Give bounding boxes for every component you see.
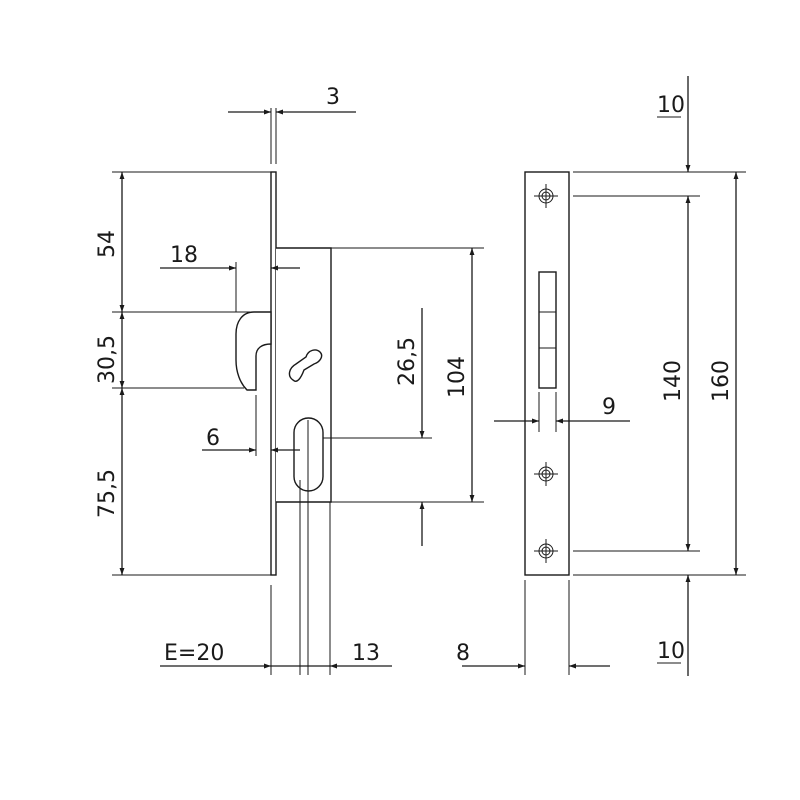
dim-54-label: 54 xyxy=(95,230,120,258)
dim-104-label: 104 xyxy=(445,356,470,398)
dim-140-label: 140 xyxy=(661,360,686,402)
dim-8-label: 8 xyxy=(456,641,470,666)
dim-3-label: 3 xyxy=(326,85,340,110)
dim-160-label: 160 xyxy=(709,360,734,402)
dim-30-5-label: 30,5 xyxy=(95,335,120,384)
dim-e20-label: E=20 xyxy=(164,641,224,666)
dim-10-top-label: 10 xyxy=(657,93,685,118)
screw-top-icon xyxy=(534,184,558,208)
dim-26-5-label: 26,5 xyxy=(395,337,420,386)
dim-75-5-label: 75,5 xyxy=(95,469,120,518)
cam-slot xyxy=(288,349,323,382)
dim-10-bottom-label: 10 xyxy=(657,639,685,664)
hook-bolt xyxy=(235,311,272,391)
front-view: 9 8 10 140 160 10 xyxy=(456,76,746,676)
dim-18-label: 18 xyxy=(170,243,198,268)
latch-window xyxy=(538,271,557,389)
dim-9-label: 9 xyxy=(602,395,616,420)
screw-bottom-icon xyxy=(534,539,558,563)
faceplate xyxy=(270,171,277,576)
dim-6-label: 6 xyxy=(206,426,220,451)
screw-middle-icon xyxy=(534,462,558,486)
dim-13-label: 13 xyxy=(352,641,380,666)
side-view: 3 54 30,5 75,5 18 6 26,5 104 E=20 13 xyxy=(95,85,484,675)
